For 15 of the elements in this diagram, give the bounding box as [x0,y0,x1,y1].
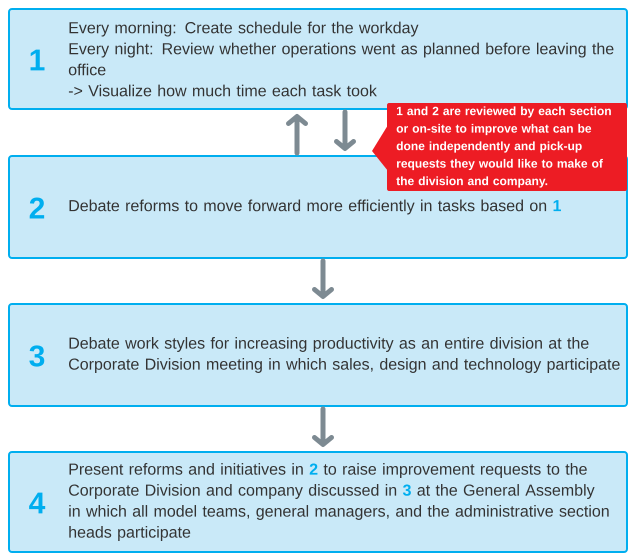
step-box [8,303,628,407]
arrow [312,258,334,299]
callout-box: 1 and 2 are reviewed by each section or on-site to improve what can be done independently and pick-up requests they would like to make of the division and company. [372,103,627,191]
arrow [286,114,308,156]
step-text: Every morning: Create schedule for the workday Every night: Review whether operations went as planned before leaving the office -> Visualize how much time each task took [68,22,614,96]
step-number: 1 [30,50,45,70]
arrow [312,406,334,447]
step-number: 3 [29,345,44,367]
arrow [334,110,356,151]
step-text: Debate work styles for increasing productivity as an entire division at the Corporate Division meeting in which sales, design and technology participate [69,337,620,373]
step-number: 4 [29,492,46,514]
step-number: 2 [30,198,44,218]
step-text: Debate reforms to move forward more efficiently in tasks based on 1 [70,200,561,214]
step-box [8,451,628,553]
step-text: Present reforms and initiatives in 2 to raise improvement requests to the Corporate Division and company discussed in 3 at the General Assembly in which all model teams, general managers, and the administrative section heads participate [69,463,609,541]
